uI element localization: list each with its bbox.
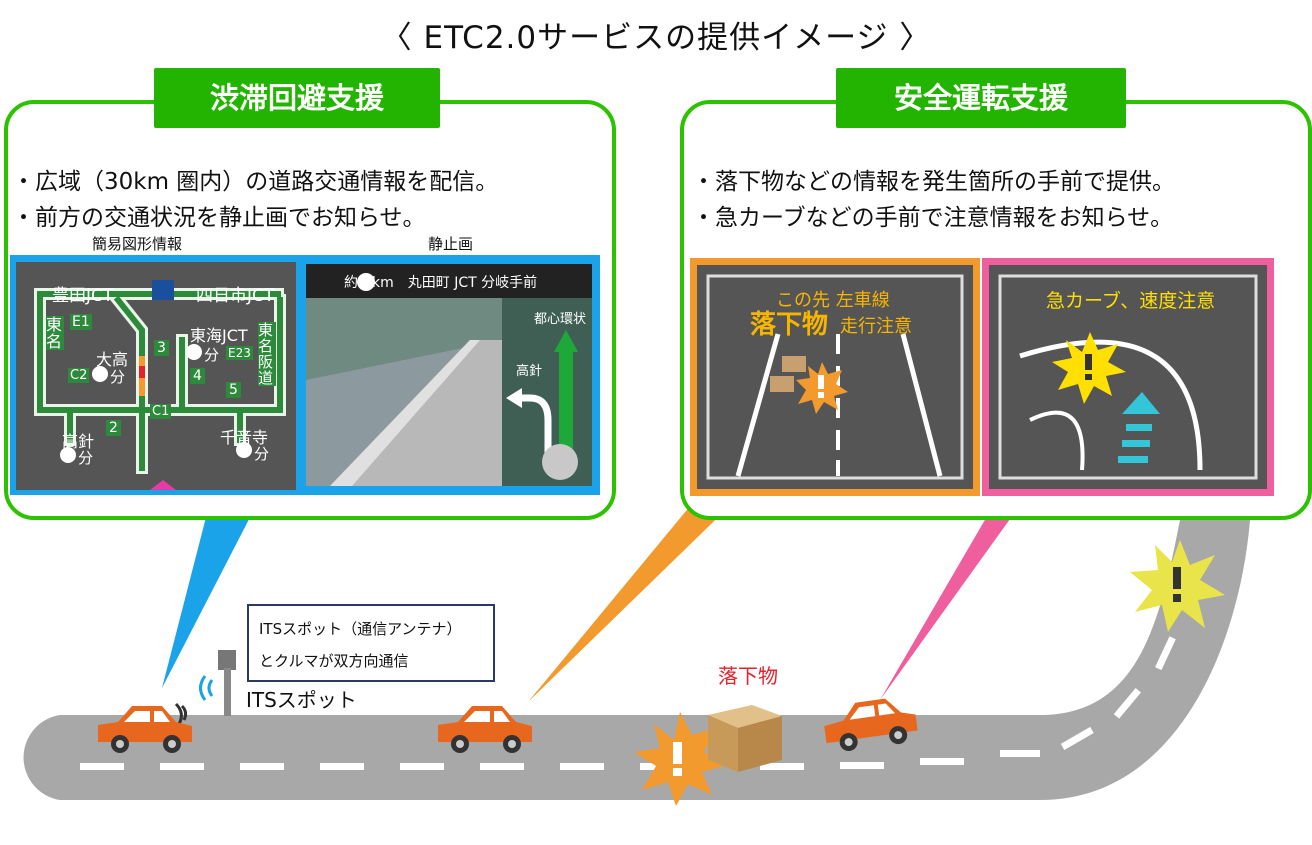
its-spot-label: ITSスポット: [246, 688, 357, 712]
map-label-e23: E23: [226, 346, 253, 360]
map-label-yokkaichi-jct: 四日市JCT: [196, 286, 275, 306]
map-label-c2: C2: [68, 368, 90, 383]
blue-callout-pointer: [162, 494, 262, 688]
car-3: [824, 698, 918, 752]
map-label-odaka-min: 分: [110, 368, 126, 386]
photo-sign-takabari: 高針: [516, 364, 543, 379]
fallen-object-label: 落下物: [718, 664, 778, 688]
map-caption: 簡易図形情報: [92, 235, 183, 253]
map-label-tomei: 東名: [46, 315, 64, 351]
warning-burst-curve: [1130, 540, 1225, 632]
car-2: [438, 706, 532, 753]
screen1-line1: この先 左車線: [776, 290, 890, 311]
map-label-takabari: 高針: [62, 432, 95, 451]
map-label-route-2: 2: [106, 420, 121, 436]
map-label-tokai-jct: 東海JCT: [190, 326, 248, 345]
photo-caption: 静止画: [428, 235, 474, 253]
its-box-line2: とクルマが双方向通信: [259, 652, 409, 670]
pink-callout-pointer: [880, 494, 1028, 700]
warning-burst-road: [634, 712, 728, 806]
safe-driving-heading: 安全運転支援: [836, 68, 1126, 128]
orange-callout-pointer: [528, 494, 742, 702]
road: [23, 520, 1250, 800]
its-spot-description-box: ITSスポット（通信アンテナ） とクルマが双方向通信: [247, 604, 495, 682]
screen2-line1: 急カーブ、速度注意: [1046, 290, 1216, 312]
congestion-avoidance-heading: 渋滞回避支援: [154, 68, 440, 128]
map-label-route-5: 5: [226, 382, 241, 398]
right-bullet-2: ・急カーブなどの手前で注意情報をお知らせ。: [692, 205, 1174, 231]
map-label-route-4: 4: [190, 368, 205, 384]
left-bullet-2: ・前方の交通状況を静止画でお知らせ。: [12, 205, 426, 231]
map-label-toyota-jct: 豊田JCT: [52, 286, 114, 306]
its-antenna: [174, 650, 236, 725]
map-label-tomeihan: 東名阪道: [258, 322, 276, 386]
map-label-sennonji: 千音寺: [220, 428, 269, 447]
map-label-c1: C1: [150, 404, 172, 419]
its-box-line1: ITSスポット（通信アンテナ）: [259, 620, 462, 638]
photo-banner-text: 約 km 丸田町 JCT 分岐手前: [344, 275, 538, 291]
page-title: 〈 ETC2.0サービスの提供イメージ 〉: [380, 20, 932, 56]
photo-sign-toshin: 都心環状: [534, 312, 587, 327]
right-bullet-1: ・落下物などの情報を発生箇所の手前で提供。: [692, 169, 1175, 195]
car-1: [98, 706, 192, 753]
left-bullet-1: ・広域（30km 圏内）の道路交通情報を配信。: [12, 169, 499, 195]
screen1-line3: 走行注意: [840, 316, 912, 337]
map-label-takabari-min: 分: [78, 449, 94, 467]
fallen-box: [708, 705, 782, 772]
map-label-route-3: 3: [154, 340, 169, 356]
map-label-tokai-min: 分: [204, 346, 220, 364]
screen1-line2: 落下物: [750, 310, 829, 340]
map-label-sennonji-min: 分: [254, 445, 270, 463]
map-label-odaka: 大高: [96, 350, 129, 369]
map-label-e1: E1: [70, 314, 92, 330]
